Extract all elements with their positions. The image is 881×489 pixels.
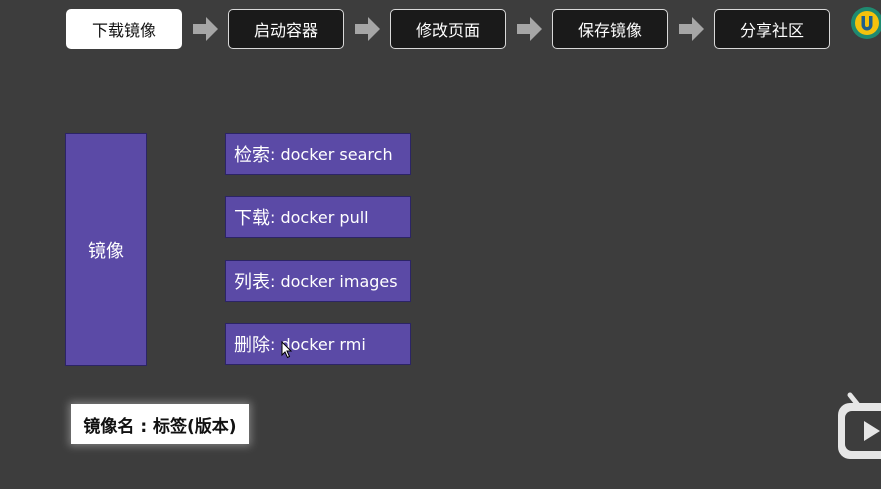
command-action: 检索 [234,145,270,166]
image-name-format-label: 镜像名 : 标签(版本) [71,404,249,444]
image-main-title: 镜像 [88,240,124,262]
mouse-cursor-icon [281,341,293,359]
command-pull-box: 下载: docker pull [225,196,411,238]
command-text: docker pull [280,207,369,227]
command-separator: : [270,144,276,164]
step-start-container[interactable]: 启动容器 [228,9,344,49]
channel-logo-icon [851,7,881,39]
command-separator: : [270,334,276,354]
command-action: 下载 [234,208,270,229]
step-modify-page[interactable]: 修改页面 [390,9,506,49]
tv-watermark-icon [838,392,881,459]
step-share-community[interactable]: 分享社区 [714,9,830,49]
command-images-box: 列表: docker images [225,260,411,302]
command-action: 列表 [234,272,270,293]
right-arrow-icon [679,17,704,41]
command-separator: : [270,207,276,227]
image-main-box: 镜像 [65,133,147,366]
right-arrow-icon [517,17,542,41]
right-arrow-icon [355,17,380,41]
command-action: 删除 [234,335,270,356]
step-save-image[interactable]: 保存镜像 [552,9,668,49]
command-separator: : [270,271,276,291]
command-text: docker rmi [280,334,366,354]
command-text: docker search [280,144,393,164]
command-search-box: 检索: docker search [225,133,411,175]
command-rmi-box: 删除: docker rmi [225,323,411,365]
right-arrow-icon [193,17,218,41]
command-text: docker images [280,271,398,291]
step-download-image[interactable]: 下载镜像 [66,9,182,49]
